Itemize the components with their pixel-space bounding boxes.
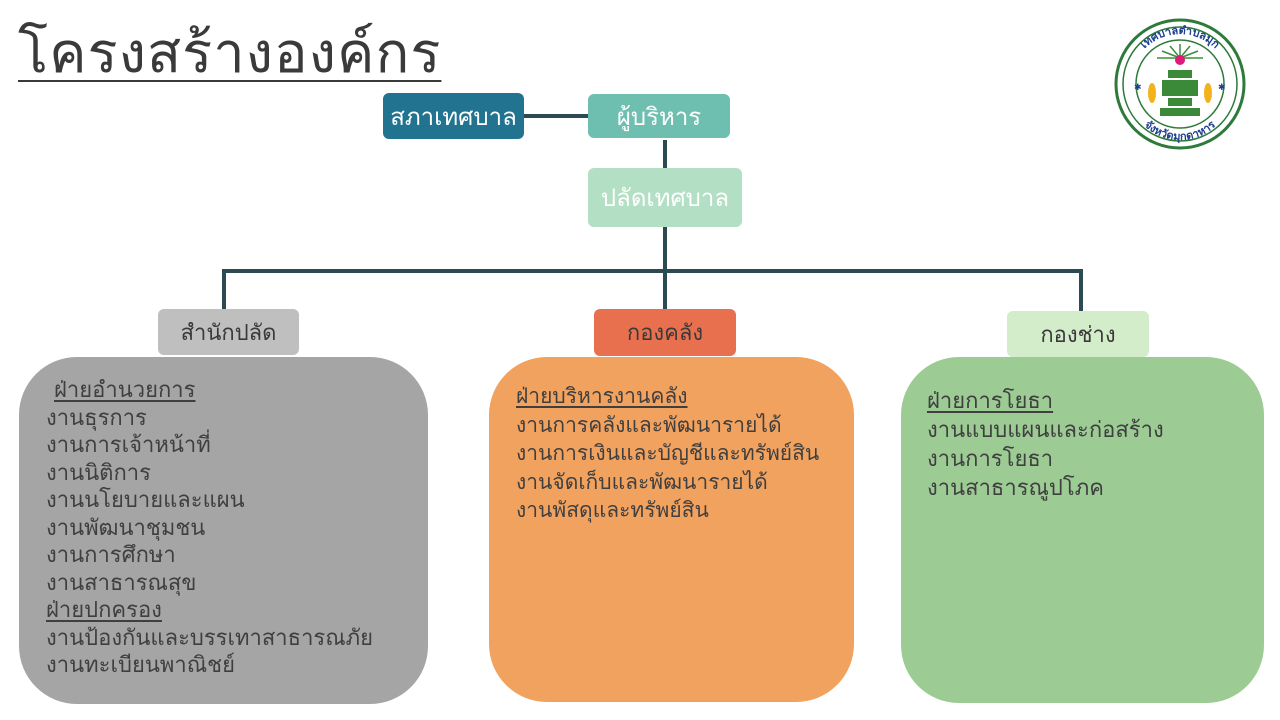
division-label-finance: กองคลัง (594, 309, 736, 356)
list-item: งานการเจ้าหน้าที่ (46, 433, 211, 458)
pearl-icon (1175, 55, 1185, 65)
list-item: งานทะเบียนพาณิชย์ (46, 653, 235, 678)
clerk-label: ปลัดเทศบาล (600, 184, 730, 212)
list-item: งานพัฒนาชุมชน (46, 515, 206, 541)
list-item: งานการศึกษา (46, 543, 176, 568)
group-heading: ฝ่ายอำนวยการ (54, 378, 196, 403)
rice-stalk-icon (1148, 83, 1212, 103)
division-label-finance-text: กองคลัง (626, 321, 704, 346)
list-item: งานการคลังและพัฒนารายได้ (516, 412, 782, 437)
group-heading: ฝ่ายปกครอง (46, 598, 162, 623)
list-item: งานนิติการ (46, 460, 151, 486)
list-item: งานธุรการ (46, 405, 147, 431)
municipality-logo: เทศบาลตำบลมุก จังหวัดมุกดาหาร ✱ ✱ (1114, 18, 1246, 150)
division-panel-office: ฝ่ายอำนวยการ งานธุรการ งานการเจ้าหน้าที่… (19, 357, 428, 704)
list-item: งานจัดเก็บและพัฒนารายได้ (516, 469, 768, 494)
division-panel-finance: ฝ่ายบริหารงานคลัง งานการคลังและพัฒนารายไ… (489, 357, 854, 702)
division-label-engineering: กองช่าง (1007, 311, 1149, 357)
clerk-box: ปลัดเทศบาล (588, 168, 742, 227)
list-item: งานป้องกันและบรรเทาสาธารณภัย (46, 625, 374, 651)
list-item: งานการเงินและบัญชีและทรัพย์สิน (516, 441, 820, 465)
star-icon: ✱ (1134, 83, 1142, 93)
division-panel-engineering: ฝ่ายการโยธา งานแบบแผนและก่อสร้าง งานการโ… (901, 357, 1264, 703)
page-title: โครงสร้างองค์กร (18, 21, 442, 86)
council-label: สภาเทศบาล (390, 102, 517, 131)
division-label-engineering-text: กองช่าง (1040, 322, 1116, 348)
group-heading: ฝ่ายบริหารงานคลัง (516, 384, 688, 408)
group-heading: ฝ่ายการโยธา (927, 389, 1054, 414)
council-box: สภาเทศบาล (383, 93, 524, 139)
division-label-office-text: สำนักปลัด (180, 320, 277, 346)
list-item: งานแบบแผนและก่อสร้าง (927, 418, 1164, 443)
list-item: งานการโยธา (927, 447, 1054, 472)
division-label-office: สำนักปลัด (158, 309, 299, 355)
star-icon: ✱ (1218, 83, 1226, 93)
executive-box: ผู้บริหาร (588, 94, 730, 138)
list-item: งานสาธารณสุข (46, 570, 197, 596)
executive-label: ผู้บริหาร (616, 102, 702, 131)
list-item: งานพัสดุและทรัพย์สิน (516, 498, 709, 522)
list-item: งานนโยบายและแผน (46, 488, 245, 513)
pedestal-icon (1160, 70, 1200, 116)
list-item: งานสาธารณูปโภค (927, 476, 1104, 501)
